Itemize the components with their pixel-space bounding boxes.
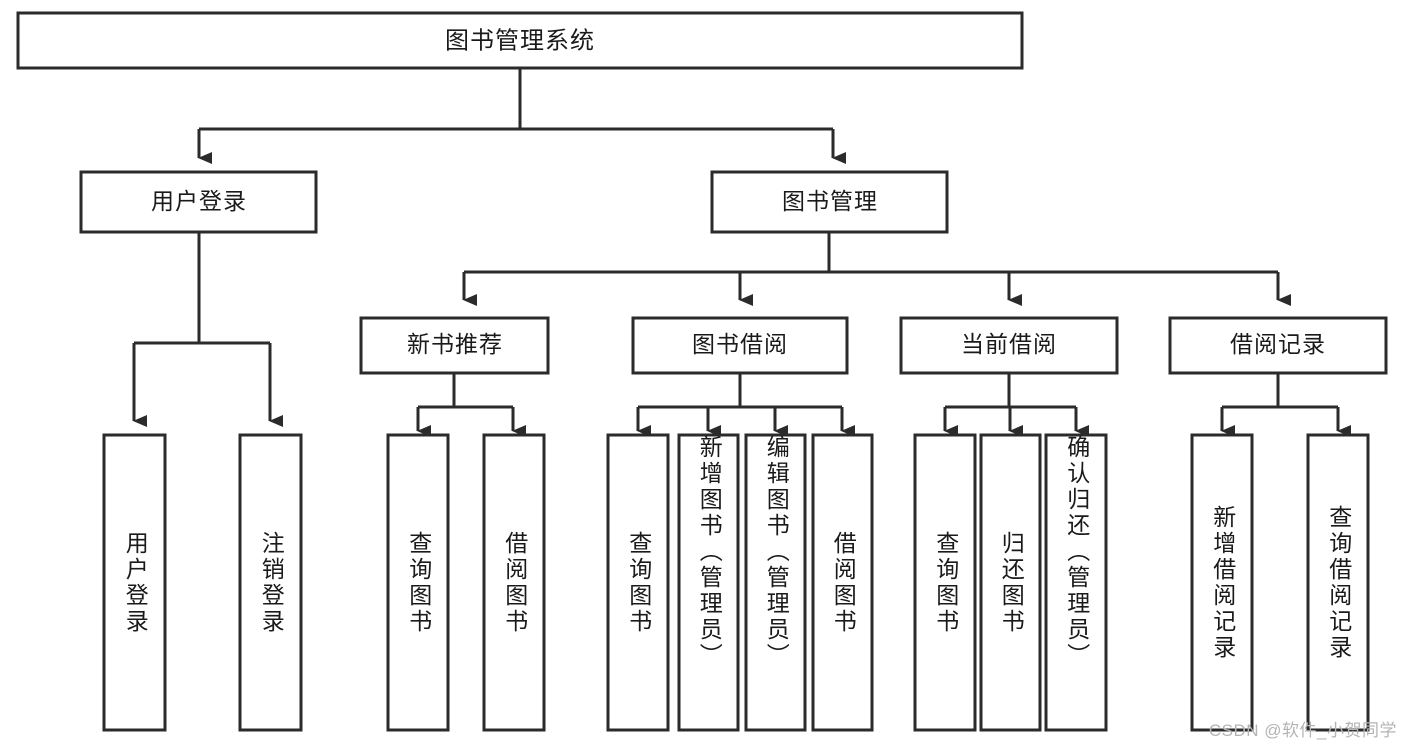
node-leaf-user-login[interactable] [102, 433, 167, 732]
node-leaf-query-book-2[interactable] [606, 433, 670, 732]
connector-root-to-level2 [197, 68, 846, 164]
csdn-watermark: CSDN @软件_小贺同学 [1208, 721, 1397, 740]
node-borrow-record[interactable]: 借阅记录 [1168, 316, 1388, 375]
node-leaf-return-book[interactable] [979, 433, 1042, 732]
node-user-login-label: 用户登录 [151, 188, 247, 214]
node-book-manage[interactable]: 图书管理 [710, 170, 949, 234]
connector-new-book-recommend-to-leaves [416, 373, 526, 437]
node-leaf-add-record[interactable] [1190, 433, 1254, 732]
node-leaf-query-book-3[interactable] [913, 433, 977, 732]
node-user-login[interactable]: 用户登录 [79, 170, 318, 234]
node-current-borrow[interactable]: 当前借阅 [899, 316, 1119, 375]
connector-user-login-to-leaves [132, 232, 283, 427]
node-book-manage-label: 图书管理 [782, 188, 878, 214]
connector-current-borrow-to-leaves [943, 373, 1089, 437]
node-current-borrow-label: 当前借阅 [961, 331, 1057, 357]
node-leaf-query-book-1[interactable] [386, 433, 450, 732]
node-leaf-edit-book[interactable] [744, 433, 807, 732]
node-borrow-record-label: 借阅记录 [1230, 331, 1326, 357]
node-book-borrow-label: 图书借阅 [692, 331, 788, 357]
node-leaf-borrow-book-2[interactable] [811, 433, 874, 732]
node-leaf-confirm-return[interactable] [1044, 433, 1108, 732]
node-new-book-recommend[interactable]: 新书推荐 [359, 316, 550, 375]
node-leaf-logout-login[interactable] [238, 433, 303, 732]
connector-book-manage-to-level3 [462, 232, 1291, 306]
node-new-book-recommend-label: 新书推荐 [407, 331, 503, 357]
node-root[interactable]: 图书管理系统 [16, 11, 1024, 70]
node-leaf-add-book[interactable] [677, 433, 740, 732]
node-root-label: 图书管理系统 [445, 27, 595, 54]
node-leaf-query-record[interactable] [1306, 433, 1370, 732]
node-leaf-borrow-book-1[interactable] [482, 433, 546, 732]
connector-borrow-record-to-leaves [1220, 373, 1351, 437]
connector-book-borrow-to-leaves [636, 373, 855, 437]
node-book-borrow[interactable]: 图书借阅 [631, 316, 849, 375]
